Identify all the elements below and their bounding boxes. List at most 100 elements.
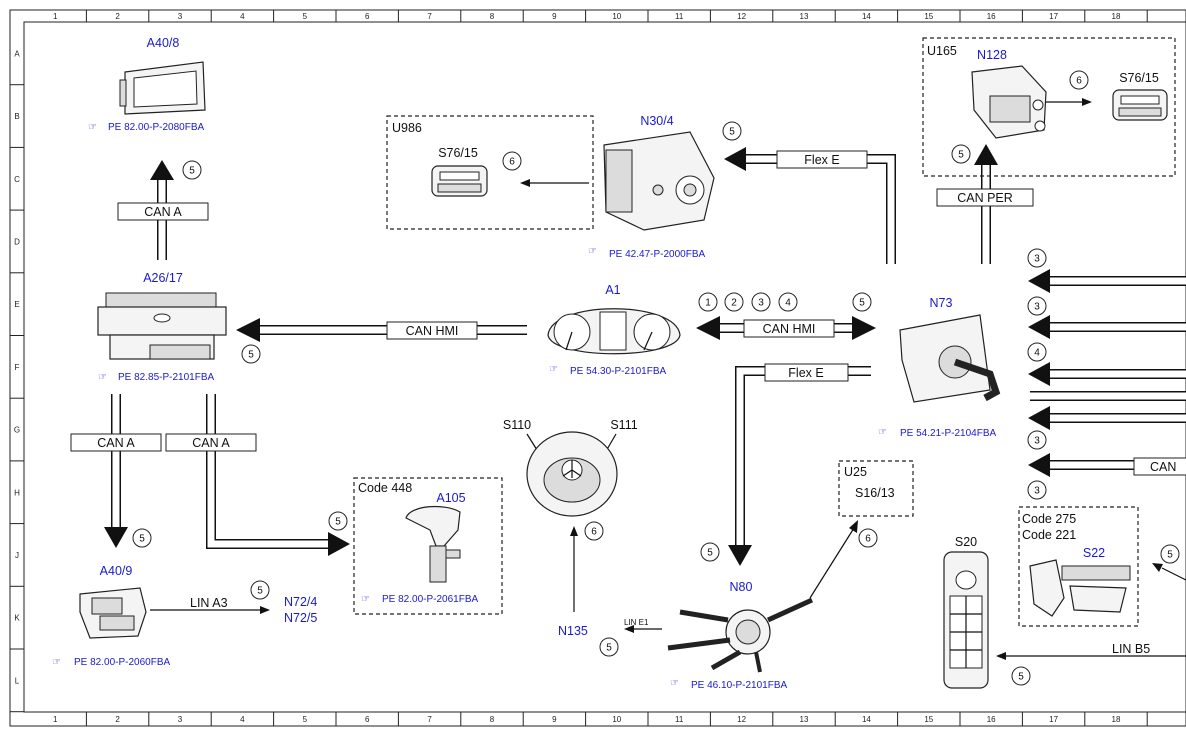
n80-ref[interactable]: PE 46.10-P-2101FBA	[691, 680, 787, 691]
marker-m-n30-4: 5	[722, 121, 742, 141]
grid-col-label-bottom: 4	[240, 715, 245, 724]
marker-m-e3: 3	[751, 292, 771, 312]
marker-number: 6	[1076, 76, 1082, 87]
bus-label-can-a-left1: CAN A	[97, 436, 135, 450]
marker-m-lin-a3: 5	[250, 580, 270, 600]
bus-flex-e-top: Flex E	[724, 147, 896, 266]
marker-number: 5	[958, 150, 964, 161]
grid-col-label-top: 5	[303, 12, 308, 21]
marker-number: 5	[248, 350, 254, 361]
grid-col-label-bottom: 14	[862, 715, 871, 724]
marker-number: 5	[606, 643, 612, 654]
grid-col-label-top: 16	[987, 12, 996, 21]
grid-col-label-top: 15	[924, 12, 933, 21]
marker-m-s: 6	[584, 521, 604, 541]
n128-label: N128	[977, 48, 1007, 62]
code-448-ref-icon: ☞	[361, 594, 370, 605]
grid-col-label-bottom: 5	[303, 715, 308, 724]
component-a1[interactable]: A1 ☞ PE 54.30-P-2101FBA	[547, 283, 681, 377]
a105-ref[interactable]: PE 82.00-P-2061FBA	[382, 594, 478, 605]
marker-number: 5	[1018, 672, 1024, 683]
a26-17-label: A26/17	[143, 271, 183, 285]
bus-label-lin-a3: LIN A3	[190, 596, 228, 610]
component-a26-17[interactable]: A26/17 ☞ PE 82.85-P-2101FBA	[97, 271, 227, 383]
grid-col-label-top: 3	[178, 12, 183, 21]
grid-col-label-bottom: 12	[737, 715, 746, 724]
n30-4-label: N30/4	[640, 114, 673, 128]
a26-17-ref[interactable]: PE 82.85-P-2101FBA	[118, 372, 214, 383]
grid-col-label-top: 13	[800, 12, 809, 21]
component-code-275[interactable]: Code 275 Code 221 S22	[1018, 506, 1139, 627]
component-n30-4[interactable]: N30/4 ☞ PE 42.47-P-2000FBA	[588, 114, 715, 260]
marker-m-s20: 5	[1011, 666, 1031, 686]
marker-m-a40-9: 5	[132, 528, 152, 548]
grid-col-label-bottom: 16	[987, 715, 996, 724]
bus-can-a-left2: CAN A	[165, 392, 350, 556]
grid-col-label-top: 18	[1112, 12, 1121, 21]
grid-row-label: L	[15, 676, 20, 685]
marker-m-r3: 4	[1027, 342, 1047, 362]
marker-m-e5: 5	[852, 292, 872, 312]
u25-label: U25	[844, 465, 867, 479]
marker-m-u986: 6	[502, 151, 522, 171]
component-a40-9[interactable]: A40/9 ☞ PE 82.00-P-2060FBA	[52, 564, 170, 668]
marker-number: 2	[731, 298, 737, 309]
grid-row-label: A	[14, 49, 20, 58]
bus-label-can-per: CAN PER	[957, 191, 1013, 205]
grid-col-label-bottom: 10	[612, 715, 621, 724]
marker-number: 5	[859, 298, 865, 309]
n30-4-ref-icon: ☞	[588, 246, 597, 257]
n73-ref[interactable]: PE 54.21-P-2104FBA	[900, 428, 996, 439]
marker-number: 5	[189, 166, 195, 177]
s110-label: S110	[503, 418, 531, 432]
bus-label-flex-e-mid: Flex E	[788, 366, 823, 380]
a40-9-ref[interactable]: PE 82.00-P-2060FBA	[74, 657, 170, 668]
grid-col-label-top: 4	[240, 12, 245, 21]
n80-label: N80	[730, 580, 753, 594]
grid-col-label-top: 8	[490, 12, 495, 21]
grid-col-label-bottom: 8	[490, 715, 495, 724]
marker-number: 5	[707, 548, 713, 559]
n30-4-ref[interactable]: PE 42.47-P-2000FBA	[609, 249, 705, 260]
bus-can-a-left1: CAN A	[70, 392, 162, 548]
component-s20[interactable]: S20	[943, 535, 989, 689]
grid-row-label: F	[15, 363, 20, 372]
grid-col-label-bottom: 3	[178, 715, 183, 724]
code-221-label: Code 221	[1022, 528, 1076, 542]
u165-sub-label: S76/15	[1119, 71, 1159, 85]
bus-can-hmi-left: CAN HMI	[236, 318, 529, 342]
a40-9-label: A40/9	[100, 564, 133, 578]
marker-number: 4	[1034, 348, 1040, 359]
grid-col-label-top: 14	[862, 12, 871, 21]
component-n73[interactable]: N73 ☞ PE 54.21-P-2104FBA	[878, 296, 1001, 439]
marker-number: 6	[865, 534, 871, 545]
marker-m-n128: 6	[1069, 70, 1089, 90]
bus-label-can-a-left2: CAN A	[192, 436, 230, 450]
bus-label-lin-e1: LIN E1	[624, 618, 649, 627]
marker-number: 3	[1034, 302, 1040, 313]
u986-sub-label: S76/15	[438, 146, 478, 160]
u165-label: U165	[927, 44, 957, 58]
bus-can-hmi-right: CAN HMI	[696, 316, 876, 340]
component-a40-8[interactable]: A40/8 ☞ PE 82.00-P-2080FBA	[88, 36, 206, 133]
marker-m-r2: 3	[1027, 296, 1047, 316]
n80-ref-icon: ☞	[670, 678, 679, 689]
component-code-448[interactable]: Code 448 A105 ☞ PE 82.00-P-2061FBA	[353, 477, 503, 615]
a40-8-ref[interactable]: PE 82.00-P-2080FBA	[108, 122, 204, 133]
grid-col-label-bottom: 2	[115, 715, 120, 724]
component-u165[interactable]: U165 N128 S76/15	[922, 37, 1176, 177]
marker-number: 6	[591, 527, 597, 538]
component-u25[interactable]: U25 S16/13	[838, 460, 914, 517]
component-n80[interactable]: N80 ☞ PE 46.10-P-2101FBA	[667, 580, 814, 691]
s111-label: S111	[610, 418, 637, 432]
marker-m-n80: 5	[700, 542, 720, 562]
marker-number: 5	[729, 127, 735, 138]
grid-col-label-top: 12	[737, 12, 746, 21]
component-u986[interactable]: U986 S76/15	[386, 115, 594, 230]
a1-ref[interactable]: PE 54.30-P-2101FBA	[570, 366, 666, 377]
grid-col-label-bottom: 6	[365, 715, 370, 724]
component-steering-wheel[interactable]: S110 S111	[503, 418, 638, 517]
u25-sub-label: S16/13	[855, 486, 895, 500]
